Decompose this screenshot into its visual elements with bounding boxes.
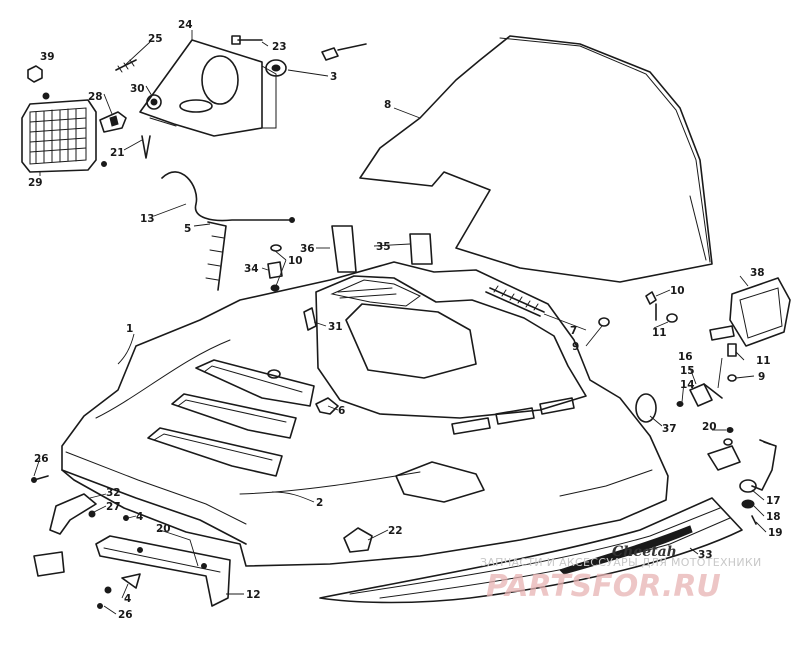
- callout-36: 36: [300, 243, 315, 255]
- callout-38: 38: [750, 267, 765, 279]
- callout-13: 13: [140, 213, 155, 225]
- callout-31: 31: [328, 321, 343, 333]
- callout-29: 29: [28, 177, 43, 189]
- headlight-assembly: [21, 35, 367, 291]
- callout-30: 30: [130, 83, 145, 95]
- callout-17: 17: [766, 495, 781, 507]
- callout-39: 39: [40, 51, 55, 63]
- decals-and-hardware: [31, 225, 791, 609]
- callout-27: 27: [106, 501, 121, 513]
- callout-9-center: 9: [572, 341, 579, 353]
- watermark: ЗАПЧАСТИ И АКСЕССУАРЫ ДЛЯ МОТОТЕХНИКИ PA…: [480, 556, 762, 604]
- watermark-caption: ЗАПЧАСТИ И АКСЕССУАРЫ ДЛЯ МОТОТЕХНИКИ: [480, 556, 762, 569]
- callout-19: 19: [768, 527, 783, 539]
- callout-5: 5: [184, 223, 191, 235]
- callout-15: 15: [680, 365, 695, 377]
- callout-2: 2: [316, 497, 323, 509]
- side-decal-stripe: Cheetah: [319, 497, 743, 604]
- callout-21: 21: [110, 147, 125, 159]
- windshield: [359, 35, 713, 283]
- callout-37: 37: [662, 423, 677, 435]
- callout-14: 14: [680, 379, 695, 391]
- callout-4-mid: 4: [136, 511, 143, 523]
- callout-11-far: 11: [756, 355, 771, 367]
- callout-18: 18: [766, 511, 781, 523]
- callout-9-right: 9: [758, 371, 765, 383]
- callout-labels: 39 24 25 23 3 28 30 21 29 13 5 8 36 35 3…: [28, 19, 783, 621]
- leader-lines: [33, 30, 767, 615]
- callout-3: 3: [330, 71, 337, 83]
- callout-12: 12: [246, 589, 261, 601]
- callout-26-left: 26: [34, 453, 49, 465]
- callout-7: 7: [570, 325, 577, 337]
- callout-32: 32: [106, 487, 121, 499]
- callout-25: 25: [148, 33, 163, 45]
- hood: [61, 261, 669, 567]
- callout-1: 1: [126, 323, 133, 335]
- callout-11-right: 11: [652, 327, 667, 339]
- callout-10-right: 10: [670, 285, 685, 297]
- callout-33: 33: [698, 549, 713, 561]
- callout-23: 23: [272, 41, 287, 53]
- callout-28: 28: [88, 91, 103, 103]
- callout-22: 22: [388, 525, 403, 537]
- callout-34: 34: [244, 263, 259, 275]
- callout-24: 24: [178, 19, 193, 31]
- callout-26-low: 26: [118, 609, 133, 621]
- callout-8: 8: [384, 99, 391, 111]
- callout-20-right: 20: [702, 421, 717, 433]
- callout-35: 35: [376, 241, 391, 253]
- callout-20-left: 20: [156, 523, 171, 535]
- decal-wordmark: Cheetah: [612, 544, 677, 560]
- callout-6: 6: [338, 405, 345, 417]
- callout-4-low: 4: [124, 593, 131, 605]
- callout-10-top: 10: [288, 255, 303, 267]
- watermark-logo: PARTSFOR.RU: [486, 569, 721, 604]
- callout-16: 16: [678, 351, 693, 363]
